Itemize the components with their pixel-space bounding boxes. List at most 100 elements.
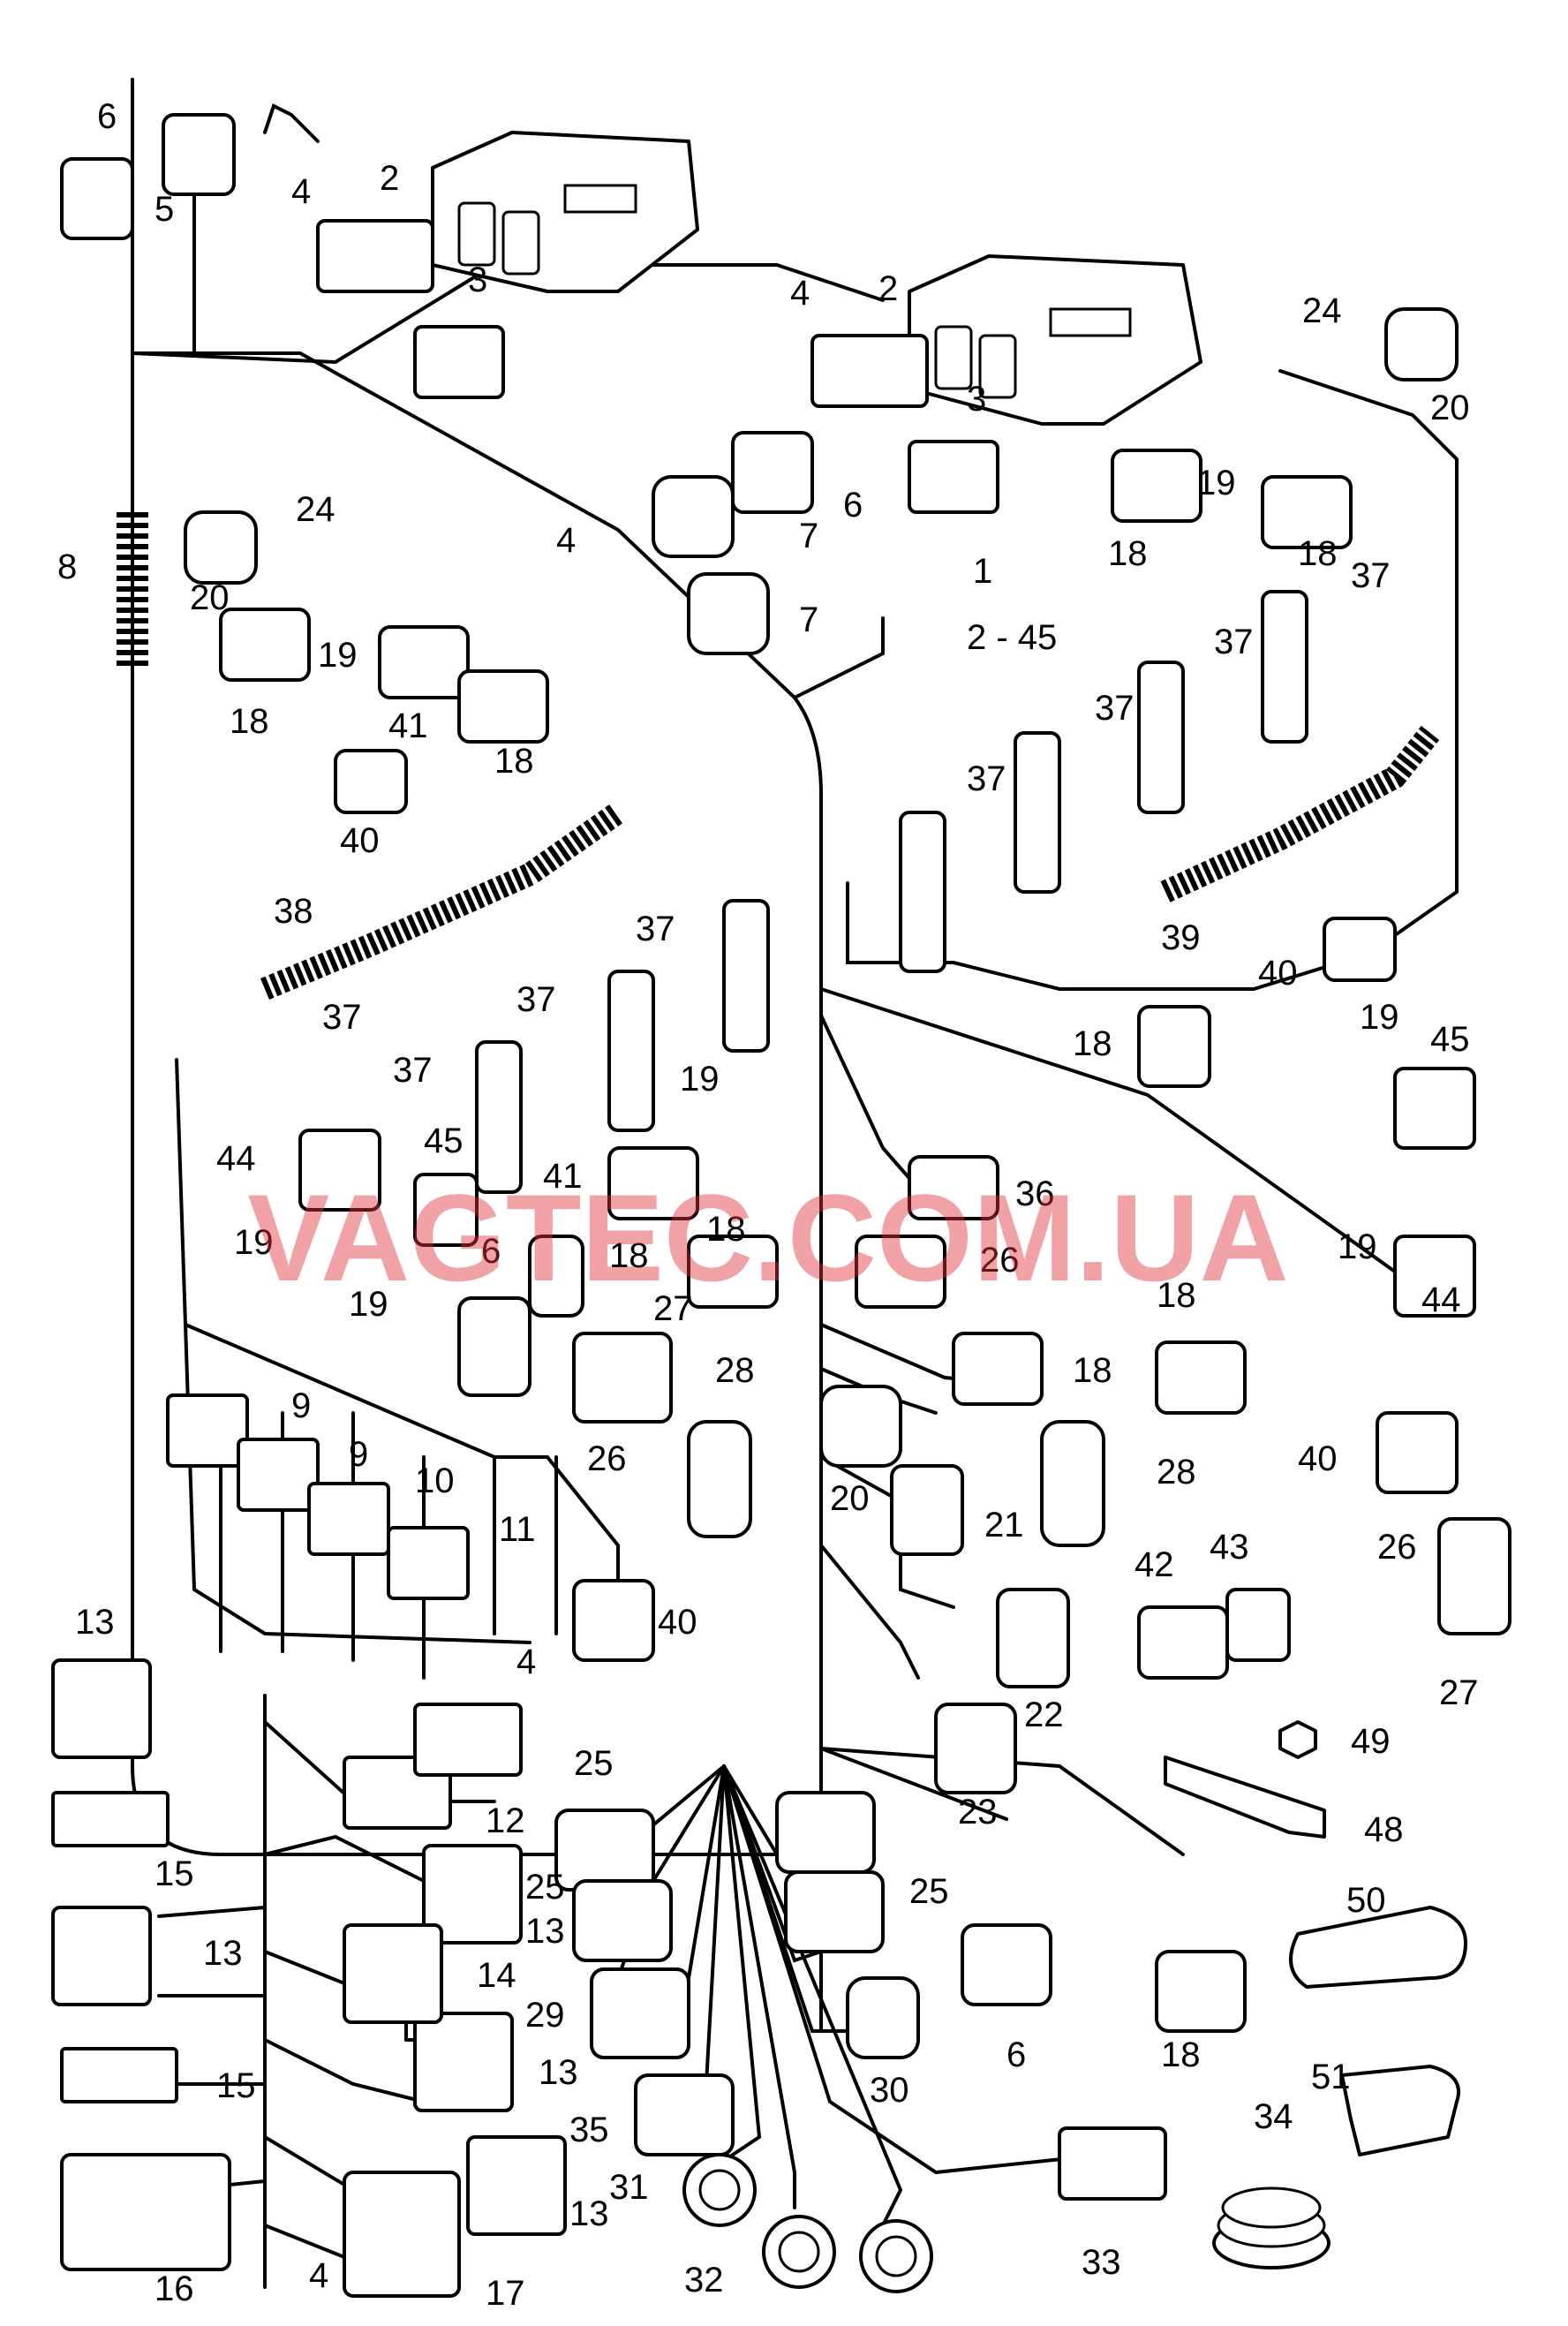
label-10: 10	[415, 1461, 455, 1500]
label-6-c: 6	[481, 1232, 501, 1271]
label-6-b: 6	[843, 486, 863, 525]
label-23: 23	[958, 1793, 998, 1831]
label-4-d: 4	[516, 1643, 536, 1681]
label-37-h: 37	[393, 1051, 433, 1090]
label-35: 35	[569, 2111, 609, 2149]
label-13-a: 13	[75, 1603, 115, 1642]
connectors	[51, 113, 1511, 2298]
label-44-a: 44	[216, 1139, 256, 1178]
label-37-c: 37	[1095, 689, 1135, 728]
label-14: 14	[477, 1956, 516, 1995]
label-45-a: 45	[424, 1121, 464, 1160]
label-50: 50	[1346, 1881, 1386, 1920]
label-18-i: 18	[1157, 1276, 1196, 1315]
label-18-e: 18	[1073, 1024, 1112, 1063]
label-6-a: 6	[97, 97, 117, 136]
label-39: 39	[1161, 918, 1201, 957]
label-20-a: 20	[190, 578, 230, 617]
label-28-a: 28	[715, 1351, 755, 1390]
label-11: 11	[499, 1510, 536, 1549]
label-4-a: 4	[291, 172, 311, 211]
label-37-f: 37	[516, 980, 556, 1019]
label-37-g: 37	[322, 998, 362, 1037]
label-37-e: 37	[636, 910, 675, 948]
label-37-b: 37	[1214, 623, 1254, 661]
label-15-b: 15	[216, 2066, 256, 2105]
label-4-c: 4	[556, 521, 576, 560]
label-29: 29	[525, 1996, 565, 2035]
label-26-b: 26	[587, 1439, 627, 1478]
label-22: 22	[1024, 1695, 1064, 1734]
misc-items	[1164, 1720, 1467, 2269]
label-24-b: 24	[1302, 291, 1342, 330]
label-7-a: 7	[799, 517, 818, 555]
label-2-right: 2	[878, 269, 898, 308]
harness-wires	[131, 78, 1459, 2289]
label-41-b: 41	[543, 1157, 583, 1196]
label-18-c: 18	[1108, 534, 1148, 573]
label-30: 30	[870, 2071, 909, 2110]
label-13-d: 13	[539, 2053, 578, 2092]
label-41-a: 41	[388, 706, 428, 745]
label-36: 36	[1015, 1174, 1055, 1213]
label-20-c: 20	[830, 1479, 870, 1518]
label-4-e: 4	[309, 2256, 328, 2295]
watermark: VAGTEC.COM.UA	[247, 1168, 1289, 1307]
ignition-coils	[475, 590, 1308, 1194]
label-27-b: 27	[1439, 1673, 1479, 1712]
label-13-b: 13	[203, 1934, 243, 1973]
label-19-d: 19	[234, 1223, 274, 1262]
label-6-d: 6	[1006, 2035, 1026, 2074]
label-12: 12	[486, 1801, 525, 1840]
label-42: 42	[1135, 1545, 1174, 1584]
label-40-c: 40	[1298, 1439, 1338, 1478]
label-31: 31	[609, 2168, 649, 2207]
label-18-a: 18	[230, 702, 269, 741]
label-26-a: 26	[980, 1241, 1020, 1280]
label-2-left: 2	[380, 159, 399, 198]
label-20-b: 20	[1430, 389, 1470, 427]
label-16: 16	[155, 2269, 194, 2308]
label-9-a: 9	[291, 1386, 311, 1425]
label-40-d: 40	[658, 1603, 697, 1642]
label-13-e: 13	[569, 2194, 609, 2233]
label-40-b: 40	[1258, 954, 1298, 993]
label-34: 34	[1254, 2097, 1293, 2136]
label-44-b: 44	[1421, 1280, 1461, 1319]
label-1: 1	[973, 552, 992, 591]
label-48: 48	[1364, 1810, 1404, 1849]
label-43: 43	[1210, 1528, 1249, 1567]
label-26-c: 26	[1377, 1528, 1417, 1567]
round-connectors	[682, 2153, 933, 2293]
label-25-a: 25	[574, 1744, 614, 1783]
label-3-right: 3	[967, 380, 986, 419]
label-18-b: 18	[494, 742, 534, 781]
label-19-e: 19	[349, 1285, 388, 1324]
label-19-a: 19	[318, 636, 358, 675]
label-51: 51	[1311, 2058, 1351, 2096]
label-2-45: 2 - 45	[967, 618, 1057, 657]
label-5: 5	[155, 190, 174, 229]
label-25-b: 25	[525, 1868, 565, 1907]
label-45-b: 45	[1430, 1020, 1470, 1059]
label-32: 32	[684, 2261, 724, 2300]
label-37-d: 37	[967, 759, 1006, 798]
label-18-g: 18	[609, 1236, 649, 1275]
label-27-a: 27	[653, 1289, 693, 1328]
label-18-j: 18	[1161, 2035, 1201, 2074]
control-unit-left	[431, 131, 699, 293]
label-40-a: 40	[340, 821, 380, 860]
label-13-c: 13	[525, 1912, 565, 1951]
position-labels: 1 2 - 45 2 2 3 3 4 4 4 4 4 5 6 6 6 6 7 7…	[57, 97, 1479, 2313]
label-18-h: 18	[1073, 1351, 1112, 1390]
label-19-g: 19	[1338, 1227, 1377, 1266]
label-24-a: 24	[296, 490, 335, 529]
label-7-b: 7	[799, 600, 818, 639]
control-unit-right	[908, 254, 1202, 426]
corrugated-sleeves	[117, 512, 1440, 1000]
label-33: 33	[1082, 2243, 1121, 2282]
label-28-b: 28	[1157, 1453, 1196, 1492]
label-18-d: 18	[1298, 534, 1338, 573]
label-49: 49	[1351, 1722, 1391, 1761]
label-37-a: 37	[1351, 556, 1391, 595]
